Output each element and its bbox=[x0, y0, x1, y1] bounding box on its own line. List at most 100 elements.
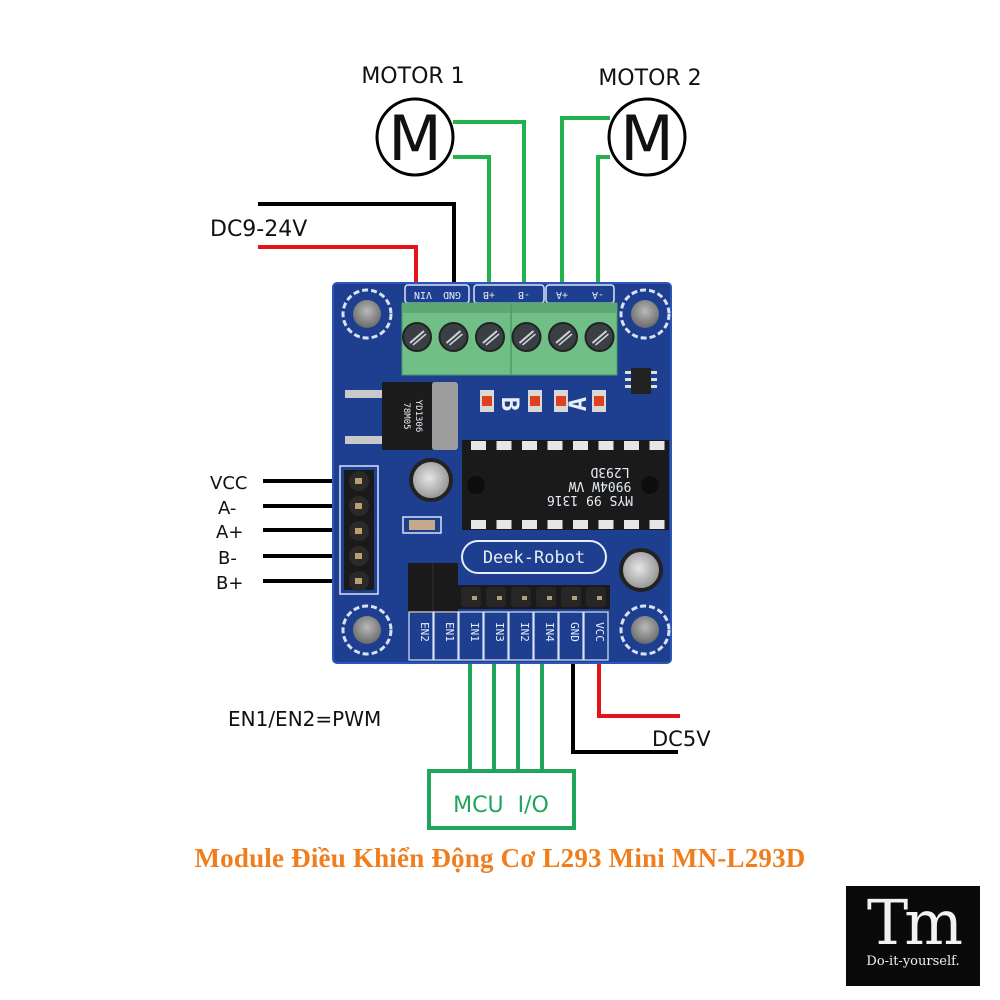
chip-pin bbox=[496, 520, 512, 529]
logic-vcc-wire bbox=[597, 640, 680, 718]
motor-1-label: MOTOR 1 bbox=[361, 64, 464, 89]
brand-logo-tm: Tm Do-it-yourself. bbox=[846, 886, 980, 986]
logo-tagline: Do-it-yourself. bbox=[866, 954, 960, 969]
stepper-label-vcc: VCC bbox=[210, 473, 247, 494]
electrolytic-capacitor bbox=[619, 548, 663, 592]
motor-1: M MOTOR 1 bbox=[361, 64, 465, 177]
stepper-pin-pad bbox=[355, 528, 362, 534]
header-label-box bbox=[483, 611, 509, 661]
smd-resistor bbox=[402, 516, 442, 534]
led-label-a: A bbox=[564, 396, 592, 411]
motor-2-label: MOTOR 2 bbox=[598, 66, 701, 91]
header-pin bbox=[486, 587, 506, 607]
logic-ground-wire bbox=[571, 640, 678, 754]
screw-terminal-block bbox=[401, 302, 618, 376]
mounting-hole bbox=[619, 288, 671, 340]
header-label-box bbox=[508, 611, 534, 661]
chip-pin bbox=[573, 441, 588, 450]
chip-pin bbox=[547, 520, 563, 529]
stepper-pin-pad bbox=[355, 553, 362, 559]
header-pin-label: VCC bbox=[593, 622, 606, 642]
stepper-label-a-minus: A- bbox=[218, 498, 236, 519]
led-label-b: B bbox=[496, 397, 524, 411]
terminal-screw bbox=[438, 322, 469, 352]
header-label-box bbox=[558, 611, 584, 661]
header-label-box bbox=[583, 611, 609, 661]
stepper-wires bbox=[263, 479, 344, 583]
power-ground-wire bbox=[258, 202, 456, 302]
header-pin-label: IN1 bbox=[468, 622, 481, 642]
terminal-label-b-plus: +B bbox=[483, 289, 495, 300]
l293d-chip: L293D 9904W VW MYS 99 1316 bbox=[462, 440, 669, 530]
header-pin bbox=[511, 587, 531, 607]
electrolytic-capacitor bbox=[409, 458, 453, 502]
stepper-label-a-plus: A+ bbox=[216, 522, 243, 543]
terminal-screw bbox=[402, 322, 432, 352]
header-pin-pad bbox=[522, 596, 527, 600]
logic-power-label: DC5V bbox=[652, 727, 711, 751]
chip-marking-1: L293D bbox=[590, 464, 629, 479]
stepper-pin-pad bbox=[355, 478, 362, 484]
motor-2-symbol: M bbox=[620, 102, 674, 175]
logo-mark: Tm bbox=[866, 886, 963, 959]
header-pin bbox=[536, 587, 556, 607]
header-pin-label: IN2 bbox=[518, 622, 531, 642]
mounting-hole bbox=[341, 604, 393, 656]
chip-pin bbox=[471, 441, 486, 450]
motor-1-symbol: M bbox=[388, 102, 442, 175]
terminal-label-b-minus: -B bbox=[518, 289, 530, 300]
header-pin-pad bbox=[547, 596, 552, 600]
power-input-label: DC9-24V bbox=[210, 217, 307, 242]
terminal-screw bbox=[548, 322, 578, 352]
terminal-label-a-minus: -A bbox=[592, 289, 604, 300]
chip-pin bbox=[624, 441, 639, 450]
mounting-hole bbox=[619, 604, 671, 656]
terminal-screw bbox=[475, 322, 505, 352]
motor2-wires bbox=[560, 116, 610, 302]
stepper-pin-labels: VCC A- A+ B- B+ bbox=[210, 473, 247, 594]
header-label-box bbox=[408, 611, 434, 661]
brand-logo: Deek-Robot bbox=[461, 540, 607, 574]
header-label-box bbox=[458, 611, 484, 661]
chip-pin bbox=[522, 520, 537, 529]
header-pin-label: IN4 bbox=[543, 622, 556, 642]
header-pin bbox=[586, 587, 606, 607]
chip-pin bbox=[547, 441, 563, 450]
mcu-io-label: MCU I/O bbox=[453, 793, 549, 818]
motor-driver-board: VIN GND +B -B +A -A 78M05 YD1306 bbox=[332, 282, 672, 664]
header-pin bbox=[561, 587, 581, 607]
chip-marking-3: MYS 99 1316 bbox=[547, 492, 633, 507]
header-pin-label: EN1 bbox=[443, 622, 456, 642]
terminal-label-gnd: GND bbox=[443, 289, 461, 300]
chip-pin bbox=[573, 520, 588, 529]
chip-pin bbox=[496, 441, 512, 450]
stepper-label-b-minus: B- bbox=[218, 548, 237, 569]
stepper-header bbox=[339, 465, 379, 595]
terminal-label-vin: VIN bbox=[414, 289, 432, 300]
chip-pin bbox=[624, 520, 639, 529]
mcu-io-box: MCU I/O bbox=[427, 769, 576, 830]
header-pin-pad bbox=[597, 596, 602, 600]
header-pin bbox=[461, 587, 481, 607]
stepper-pin-pad bbox=[355, 578, 362, 584]
chip-pin bbox=[471, 520, 486, 529]
stepper-label-b-plus: B+ bbox=[216, 573, 243, 594]
motor1-wires bbox=[453, 120, 526, 302]
pwm-note: EN1/EN2=PWM bbox=[228, 707, 381, 731]
page-title: Module Điều Khiển Động Cơ L293 Mini MN-L… bbox=[194, 843, 806, 873]
voltage-regulator: 78M05 YD1306 bbox=[345, 382, 458, 450]
mounting-hole bbox=[341, 288, 393, 340]
header-pin-pad bbox=[572, 596, 577, 600]
terminal-screw bbox=[511, 322, 542, 352]
regulator-marking-1: 78M05 bbox=[401, 402, 411, 429]
brand-text: Deek-Robot bbox=[483, 548, 585, 568]
header-label-box bbox=[433, 611, 459, 661]
chip-pin bbox=[649, 520, 665, 529]
header-pin-label: GND bbox=[568, 622, 581, 642]
chip-pin bbox=[598, 520, 614, 529]
terminal-label-a-plus: +A bbox=[556, 289, 568, 300]
chip-marking-2: 9904W VW bbox=[569, 478, 632, 493]
chip-pin bbox=[522, 441, 537, 450]
